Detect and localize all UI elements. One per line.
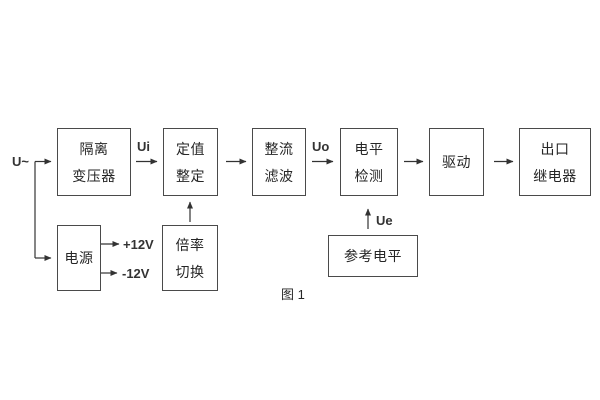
block-label: 切换 xyxy=(175,263,205,280)
block-ratio-switch: 倍率 切换 xyxy=(162,225,218,291)
signal-uo-label: Uo xyxy=(312,139,330,154)
block-isolation-transformer: 隔离 变压器 xyxy=(57,128,131,196)
block-label: 继电器 xyxy=(533,167,577,184)
block-label: 整流 xyxy=(264,140,294,157)
block-level-detector: 电平 检测 xyxy=(340,128,398,196)
block-label: 变压器 xyxy=(72,167,116,184)
block-label: 整定 xyxy=(176,167,205,184)
block-output-relay: 出口 继电器 xyxy=(519,128,591,196)
signal-ui-label: Ui xyxy=(137,139,150,154)
block-label: 隔离 xyxy=(79,140,109,157)
block-power-supply: 电源 xyxy=(57,225,101,291)
input-voltage-label: U~ xyxy=(12,154,29,169)
block-setpoint-adjust: 定值 整定 xyxy=(163,128,218,196)
block-label: 定值 xyxy=(176,140,205,157)
block-label: 滤波 xyxy=(264,167,294,184)
block-driver: 驱动 xyxy=(429,128,484,196)
rail-minus12v-label: -12V xyxy=(122,266,150,281)
signal-ue-label: Ue xyxy=(376,213,393,228)
block-label: 电平 xyxy=(354,140,384,157)
block-label: 电源 xyxy=(64,250,94,266)
block-reference-level: 参考电平 xyxy=(328,235,418,277)
block-label: 参考电平 xyxy=(344,248,402,264)
rail-plus12v-label: +12V xyxy=(123,237,154,252)
figure-caption: 图 1 xyxy=(281,287,305,302)
block-rectifier-filter: 整流 滤波 xyxy=(252,128,306,196)
block-label: 倍率 xyxy=(175,236,205,253)
block-label: 驱动 xyxy=(442,154,471,170)
block-label: 检测 xyxy=(354,167,384,184)
block-label: 出口 xyxy=(540,140,570,157)
